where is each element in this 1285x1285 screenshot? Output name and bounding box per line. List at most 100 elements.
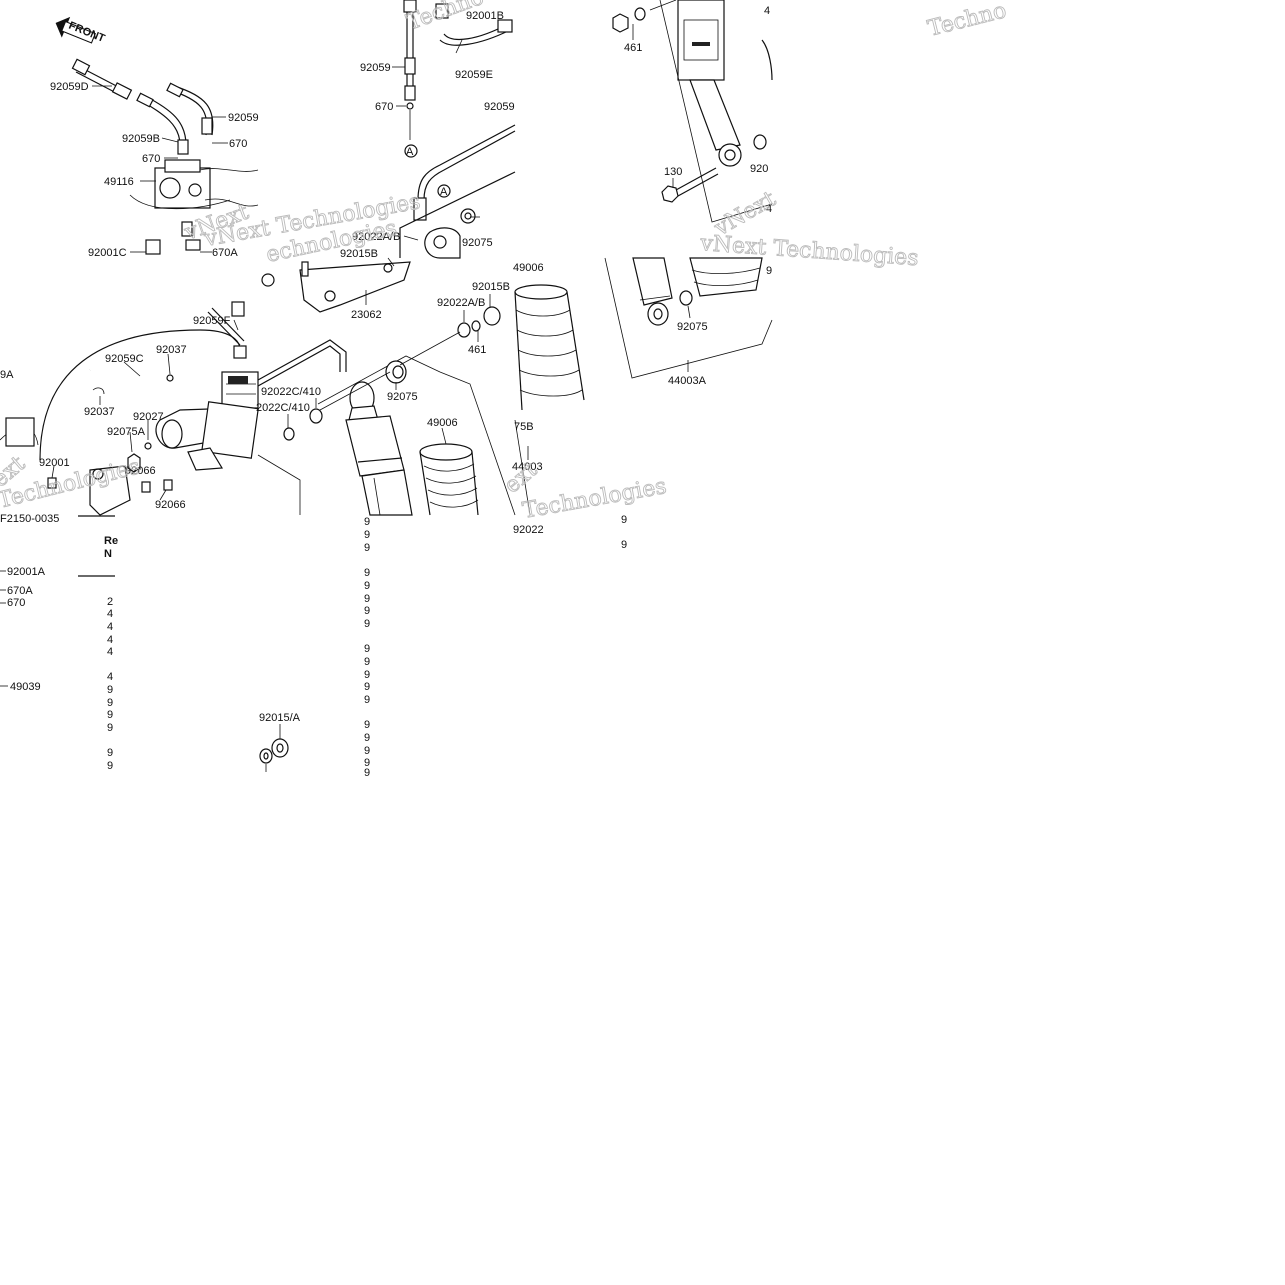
callout-49006: 49006: [427, 417, 458, 429]
callout-49039: 49039: [10, 681, 41, 693]
callout-92001A: 92001A: [7, 566, 46, 578]
callout-461: 461: [468, 344, 486, 356]
box-outline-top-right: [659, 0, 773, 223]
table-mid-column: 9 9 9 9 9 9 9 9 9 9 9 9 9 9 9 9 9 9: [364, 516, 370, 779]
watermark: Techno: [925, 0, 1009, 42]
callout-92075: 92075: [387, 391, 418, 403]
table-cell: 9: [107, 747, 113, 759]
tile-top-right: 461 130 920 4 4: [612, 0, 773, 223]
table-cell: 9: [364, 580, 370, 592]
table-left-column: 2 4 4 4 4 4 9 9 9 9 9 9: [107, 596, 113, 772]
callout-92015-A: 92015/A: [259, 712, 301, 724]
callout-92022A-B: 92022A/B: [352, 231, 400, 243]
box-outline-center: [257, 355, 516, 516]
leaders-top-right: [632, 24, 674, 188]
table-cell: 9: [364, 542, 370, 554]
master-cylinder-drawing: [0, 301, 259, 516]
table-cell: 9: [364, 681, 370, 693]
table-header-ref: Re: [104, 535, 118, 547]
callout-23062: 23062: [351, 309, 382, 321]
table-cell: 4: [107, 671, 113, 683]
bolt-130-drawing: [661, 134, 767, 203]
callout-670: 670: [229, 138, 247, 150]
callout-92001C: 92001C: [88, 247, 127, 259]
table-cell: 9: [107, 760, 113, 772]
shock-absorber-center-drawing: [345, 381, 413, 516]
table-cell: 9: [364, 605, 370, 617]
callout-92059B: 92059B: [122, 133, 160, 145]
callout-9A: 9A: [0, 369, 14, 381]
leaders-top-middle: [392, 39, 480, 241]
callout-92075: 92075: [462, 237, 493, 249]
callout-92022: 92022: [513, 524, 544, 536]
valve-49116-drawing: [129, 159, 259, 255]
tile-lower-left: Re N 92001A 670A 670 49039 2 4 4 4 4 4 9…: [0, 514, 627, 779]
table-cell: 4: [107, 646, 113, 658]
box-outline-middle-right: [514, 257, 773, 516]
callout-92015B: 92015B: [472, 281, 510, 293]
callout-92066: 92066: [125, 465, 156, 477]
table-cell: 9: [364, 643, 370, 655]
callout-92066: 92066: [155, 499, 186, 511]
callout-92001B: 92001B: [466, 10, 504, 22]
bracket-23062-drawing: [399, 171, 516, 259]
callout-92059C: 92059C: [105, 353, 144, 365]
callout-92027: 92027: [133, 411, 164, 423]
callout-670A: 670A: [7, 585, 33, 597]
front-arrow-icon: [55, 16, 96, 44]
callout-small: 920: [750, 163, 768, 175]
leaders-center: [287, 257, 491, 445]
tile-top-middle: A A 92059 92001B 9: [352, 0, 516, 259]
table-cell: 9: [364, 516, 370, 528]
callout-92037: 92037: [156, 344, 187, 356]
watermark-fragment: Technologies: [521, 474, 669, 524]
table-cell: 9: [364, 618, 370, 630]
brake-hose-lower-drawing: [257, 339, 347, 387]
callout-92059D: 92059D: [50, 81, 89, 93]
callout-92059: 92059: [484, 101, 515, 113]
callout-670: 670: [7, 597, 25, 609]
callout-44003: 44003: [512, 461, 543, 473]
table-cell: 9: [364, 694, 370, 706]
table-cell: 4: [107, 634, 113, 646]
table-cell: 9: [364, 767, 370, 779]
table-cell: 9: [107, 684, 113, 696]
table-cell: 9: [364, 593, 370, 605]
callout-92075: 92075: [677, 321, 708, 333]
nut-461-drawing: [612, 0, 677, 33]
table-cell: 9: [107, 697, 113, 709]
callout-92022A-B: 92022A/B: [437, 297, 485, 309]
table-cell: 9: [107, 709, 113, 721]
washers-92015A-drawing: [259, 724, 289, 772]
circle-marker-A: A: [440, 186, 448, 198]
callout-92037: 92037: [84, 406, 115, 418]
table-cell: 9: [364, 745, 370, 757]
table-cell: 9: [364, 529, 370, 541]
callout-49116: 49116: [104, 176, 134, 188]
callout-92015B: 92015B: [340, 248, 378, 260]
table-header-no: N: [104, 548, 112, 560]
tile-middle-right: 49006 92075 44003A 75B 44003 92022 Techn…: [499, 257, 773, 536]
callout-92022C-410: 2022C/410: [256, 402, 310, 414]
callout-461: 461: [624, 42, 642, 54]
callout-92059E: 92059E: [455, 69, 493, 81]
table-cell: 9: [364, 656, 370, 668]
callout-92075A: 92075A: [107, 426, 146, 438]
table-cell: 9: [621, 539, 627, 551]
table-cell: 9: [364, 567, 370, 579]
dust-boot-49006-drawing: [419, 443, 479, 516]
table-cell: 4: [107, 621, 113, 633]
callout-92001: 92001: [39, 457, 70, 469]
table-cell: 9: [364, 732, 370, 744]
callout-small: 4: [764, 5, 770, 17]
table-cell: 4: [107, 608, 113, 620]
table-right-column: 9 9: [621, 514, 627, 551]
bracket-23062-lower-drawing: [261, 261, 411, 313]
callout-92022C-410: 92022C/410: [261, 386, 321, 398]
table-cell: 9: [364, 719, 370, 731]
shock-absorber-right-lower-drawing: [632, 257, 763, 326]
figure-code: F2150-0035: [0, 513, 59, 525]
callout-130: 130: [664, 166, 682, 178]
callout-small: 4: [766, 203, 772, 215]
